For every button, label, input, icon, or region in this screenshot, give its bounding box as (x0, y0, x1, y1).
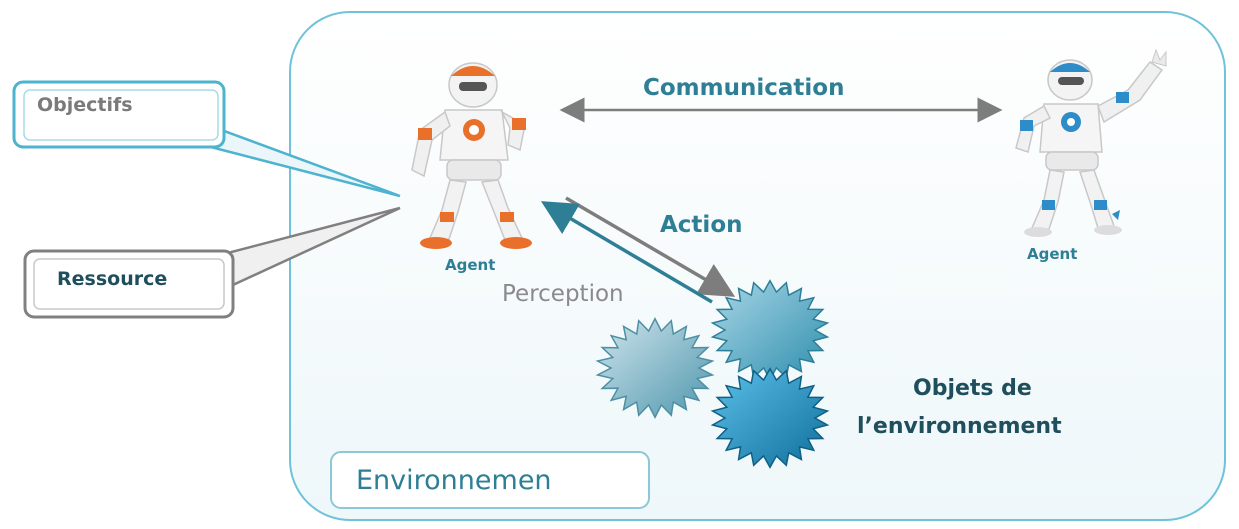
resource-callout: Ressource (23, 206, 401, 319)
resource-label: Ressource (57, 268, 167, 290)
perception-label: Perception (502, 281, 624, 307)
environment-label: Environnemen (356, 465, 552, 496)
agent-left-label: Agent (445, 256, 495, 274)
perception-arrow (540, 201, 713, 304)
communication-label: Communication (643, 75, 844, 101)
environment-frame (289, 11, 1226, 521)
starburst-object-icon (710, 367, 830, 469)
objectives-callout: Objectifs (12, 80, 401, 198)
objectives-label: Objectifs (37, 94, 133, 116)
action-label: Action (660, 212, 743, 238)
starburst-object-icon (595, 317, 715, 419)
agent-right-label: Agent (1027, 245, 1077, 263)
objects-label-line1: Objets de (913, 376, 1032, 401)
action-arrow (565, 196, 736, 297)
objects-label-line2: l’environnement (857, 414, 1062, 439)
environment-label-box: Environnemen (330, 451, 650, 509)
environment-objects (595, 279, 830, 469)
blue-humanoid-robot-icon (1015, 48, 1167, 237)
orange-humanoid-robot-icon (411, 62, 532, 249)
